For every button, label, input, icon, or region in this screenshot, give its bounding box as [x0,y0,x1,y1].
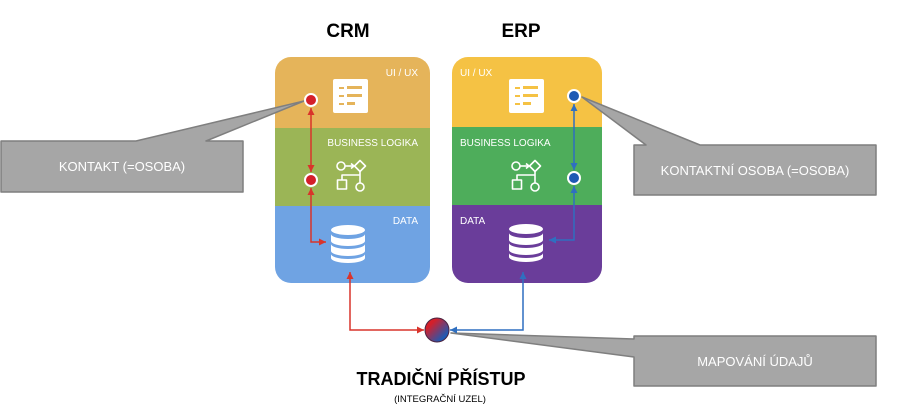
crm-link-integration [346,272,424,334]
approach-title: TRADIČNÍ PŘÍSTUP [356,368,525,389]
erp-ui-label: UI / UX [460,68,493,79]
erp-data-label: DATA [460,216,486,227]
database-icon [509,224,543,262]
erp-link-integration [450,272,527,334]
flowchart-icon [336,159,367,192]
erp-logic-dot [567,171,581,185]
erp-logic-label: BUSINESS LOGIKA [460,138,551,149]
callout-mapping-text: MAPOVÁNÍ ÚDAJŮ [697,354,813,369]
approach-subtitle: (INTEGRAČNÍ UZEL) [394,394,486,405]
erp-ui-dot [567,89,581,103]
erp-title: ERP [501,21,540,42]
crm-logic-dot [304,173,318,187]
crm-logic-label: BUSINESS LOGIKA [327,138,418,149]
callout-contact-person-text: KONTAKTNÍ OSOBA (=OSOBA) [661,163,850,178]
database-icon [331,225,365,263]
form-icon [509,79,544,113]
flowchart-icon [511,159,542,192]
crm-ui-label: UI / UX [386,68,419,79]
callout-contact-person: KONTAKTNÍ OSOBA (=OSOBA) [581,96,877,196]
integration-node-icon [424,317,450,343]
crm-data-label: DATA [393,216,419,227]
crm-link-logic-data [307,188,326,246]
callout-contact: KONTAKT (=OSOBA) [0,100,305,193]
callout-contact-text: KONTAKT (=OSOBA) [59,159,185,174]
erp-link-logic-data [549,186,578,244]
form-icon [333,79,368,113]
callout-mapping: MAPOVÁNÍ ÚDAJŮ [450,332,877,387]
crm-title: CRM [326,21,369,42]
crm-ui-dot [304,93,318,107]
